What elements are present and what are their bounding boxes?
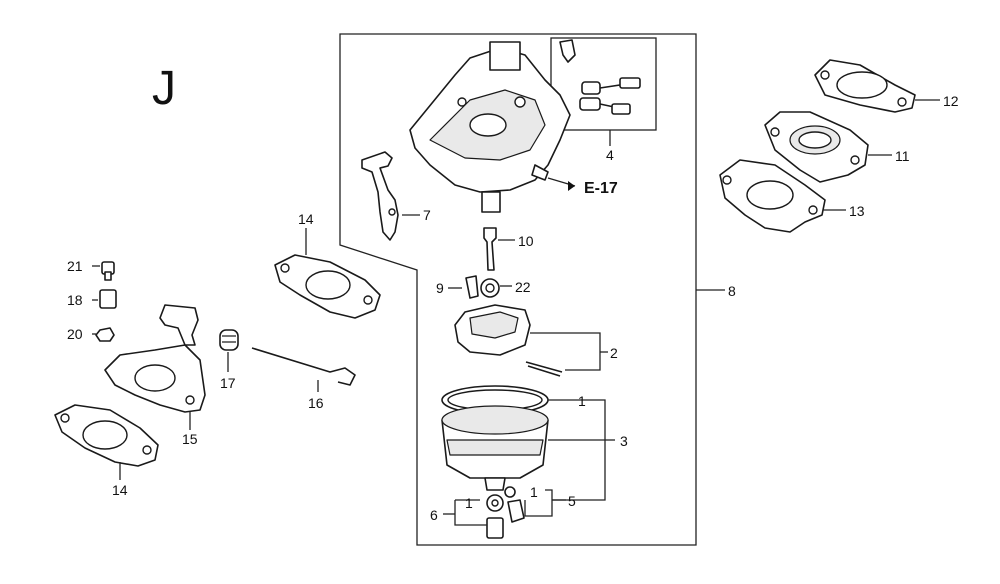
bracket-3: [548, 399, 606, 501]
callout-15: 15: [182, 431, 198, 447]
section-letter: J: [152, 62, 176, 115]
callout-21: 21: [67, 258, 83, 274]
bracket-2: [530, 332, 601, 371]
clip-22: [480, 278, 500, 298]
small-screw-9: [465, 275, 479, 299]
drain-screw: [504, 486, 525, 523]
fitting-18: [99, 289, 117, 309]
callout-16: 16: [308, 395, 324, 411]
callout-10: 10: [518, 233, 534, 249]
callout-14a: 14: [298, 211, 314, 227]
gasket-12: [814, 59, 916, 113]
screw-kit-parts: [559, 39, 641, 115]
reference-arrowhead: [568, 181, 575, 191]
assembly-frame: [339, 33, 697, 546]
callout-1c: 1: [530, 484, 538, 500]
float-bowl: [441, 405, 549, 491]
callout-18: 18: [67, 292, 83, 308]
bracket-6: [454, 500, 487, 526]
reference-label: E-17: [584, 180, 618, 197]
callout-7: 7: [423, 207, 431, 223]
gasket-14-lower: [54, 404, 159, 467]
callout-5: 5: [568, 493, 576, 509]
callout-12: 12: [943, 93, 959, 109]
bowl-screw: [486, 494, 504, 539]
float: [454, 304, 563, 377]
callout-8: 8: [728, 283, 736, 299]
choke-lever: [361, 151, 399, 241]
carburetor-body: [409, 41, 571, 213]
callout-1b: 1: [465, 495, 473, 511]
screw-21: [101, 261, 115, 281]
bracket-5: [524, 489, 553, 517]
callout-17: 17: [220, 375, 236, 391]
nut-20: [95, 327, 115, 342]
callout-22: 22: [515, 279, 531, 295]
callout-3: 3: [620, 433, 628, 449]
callout-11: 11: [895, 148, 910, 164]
callout-13: 13: [849, 203, 865, 219]
callout-14b: 14: [112, 482, 128, 498]
bracket-15: [104, 304, 206, 413]
gasket-14-upper: [274, 254, 381, 319]
gasket-13: [719, 159, 826, 233]
callout-6: 6: [430, 507, 438, 523]
callout-1a: 1: [578, 393, 586, 409]
callout-2: 2: [610, 345, 618, 361]
insulator-11: [764, 111, 869, 183]
callout-4: 4: [606, 147, 614, 163]
callout-9: 9: [436, 280, 444, 296]
float-needle: [483, 227, 497, 271]
callout-20: 20: [67, 326, 83, 342]
screw-kit-box: [550, 37, 657, 131]
rod-16: [251, 347, 356, 386]
spring-17: [219, 329, 239, 351]
